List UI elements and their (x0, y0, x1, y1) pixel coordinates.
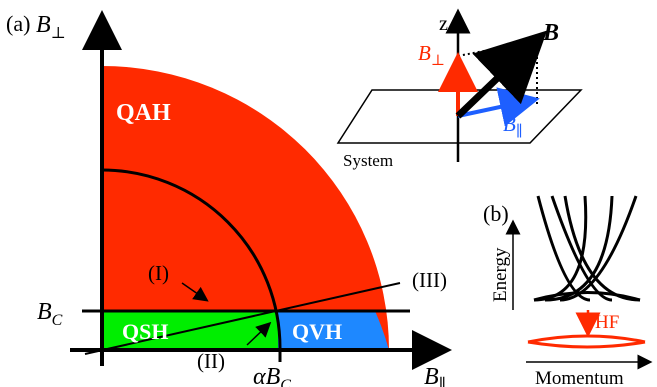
system-label: System (343, 151, 393, 170)
b-label: B (542, 20, 559, 46)
path-ii-pointer (246, 321, 272, 346)
band-curve (559, 195, 638, 302)
y-axis-label: B⊥ (36, 12, 66, 42)
qsh-label: QSH (122, 319, 168, 344)
qah-region (102, 66, 389, 350)
band-bottom (533, 291, 641, 302)
momentum-label: Momentum (535, 368, 624, 387)
panel-b: (b) Energy Momentum HF (483, 195, 653, 387)
hf-flat-bands (527, 334, 646, 349)
path-i-label: (I) (148, 261, 169, 285)
b-arrow (455, 30, 548, 119)
qah-label: QAH (116, 100, 171, 126)
qvh-label: QVH (292, 319, 342, 344)
qvh-region (278, 311, 389, 350)
alpha-bc-label: αBC (253, 364, 291, 387)
bc-label: BC (37, 299, 63, 329)
band-structure-curves (533, 195, 641, 302)
path-i-pointer (181, 282, 209, 302)
hf-band (527, 334, 646, 344)
b-par-label: B∥ (503, 112, 523, 140)
b-perp-label: B⊥ (418, 41, 445, 69)
panel-b-label: (b) (483, 201, 509, 226)
band-curve (550, 195, 613, 302)
path-iii-line (84, 282, 401, 355)
inner-phase-boundary (101, 168, 282, 349)
path-ii-label: (II) (197, 349, 225, 373)
path-iii-label: (III) (412, 268, 447, 292)
energy-label: Energy (490, 247, 511, 302)
band-curve (563, 195, 641, 302)
panel-a: (a) B⊥ B∥ BC αBC QAH QSH QVH (I) (II) (I… (6, 10, 452, 387)
hf-band (527, 340, 646, 349)
field-geometry-inset: z B B⊥ B∥ System (336, 8, 583, 170)
band-curve (544, 195, 614, 302)
band-curve (536, 195, 591, 302)
z-label: z (439, 13, 448, 35)
x-axis-label: B∥ (424, 364, 446, 387)
hf-label: HF (595, 312, 619, 333)
panel-a-label: (a) (6, 11, 30, 36)
